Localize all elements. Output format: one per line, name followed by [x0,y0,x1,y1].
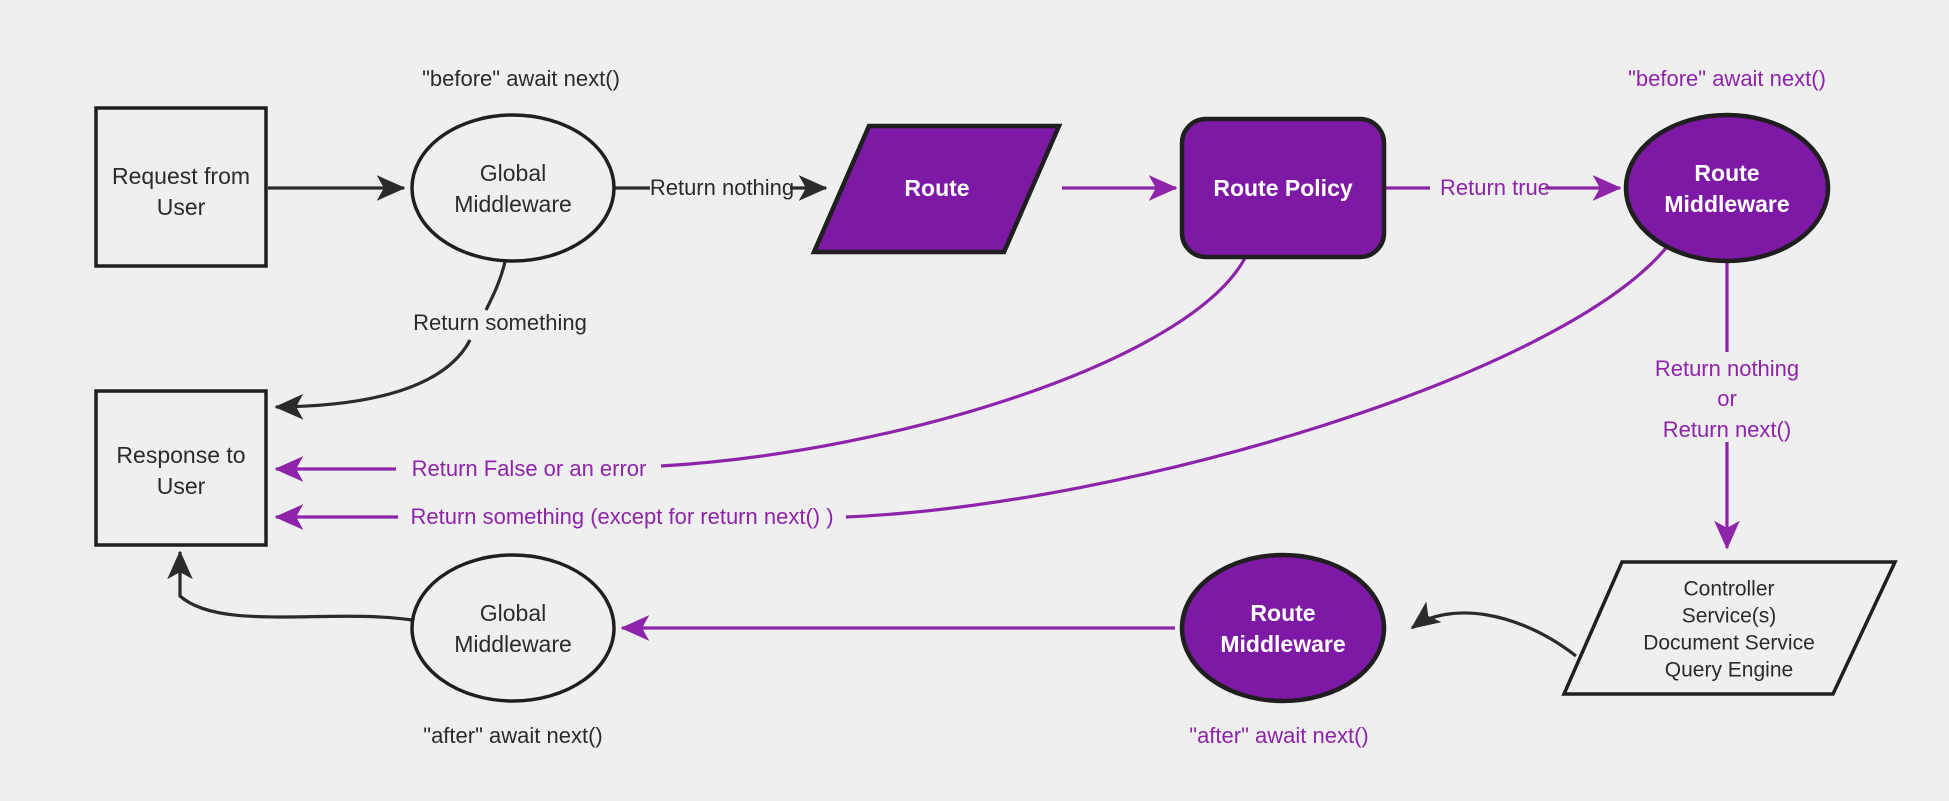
route-middleware-top-shape [1623,112,1831,264]
edge-global-middleware-bottom-to-response [167,550,413,622]
node-controller-stack[interactable]: Controller Service(s) Document Service Q… [1561,560,1898,696]
annotation-return-nothing-or-next-line3: Return next() [1663,417,1791,442]
response-to-user-label-line2: User [157,473,206,499]
edge-label-return-nothing: Return nothing [650,175,794,200]
global-middleware-top-shape [410,113,616,263]
annotation-before-await-next-route: "before" await next() [1628,66,1826,91]
route-middleware-top-label-line1: Route [1694,160,1759,186]
edge-label-return-true: Return true [1440,175,1550,200]
annotation-return-nothing-or-next-line1: Return nothing [1655,356,1799,381]
route-middleware-top-label-line2: Middleware [1664,191,1789,217]
response-to-user-label-line1: Response to [116,442,245,468]
annotation-before-await-next-global: "before" await next() [422,66,620,91]
annotation-return-nothing-or-next-line2: or [1717,386,1737,411]
edge-route-policy-to-response-curve [660,257,1247,468]
controller-stack-shape [1561,560,1898,696]
node-route[interactable]: Route [810,123,1063,255]
edge-global-middleware-return-something-lower [274,339,472,420]
global-middleware-top-label-line2: Middleware [454,191,572,217]
edge-label-return-something: Return something [413,310,587,335]
controller-stack-label-line4: Query Engine [1665,659,1793,682]
request-from-user-label-line2: User [157,194,206,220]
response-to-user-shape [94,389,268,547]
controller-stack-label-line3: Document Service [1643,632,1815,655]
node-request-from-user[interactable]: Request from User [94,106,268,268]
global-middleware-bottom-label-line1: Global [480,600,546,626]
node-global-middleware-top[interactable]: Global Middleware [410,113,616,263]
node-global-middleware-bottom[interactable]: Global Middleware [410,553,616,703]
edge-label-return-something-except-next: Return something (except for return next… [410,504,833,529]
route-policy-label: Route Policy [1213,175,1353,201]
edge-controller-to-route-middleware-bottom [1410,601,1577,658]
route-middleware-bottom-shape [1179,552,1387,704]
route-middleware-bottom-label-line1: Route [1250,600,1315,626]
route-middleware-bottom-label-line2: Middleware [1220,631,1345,657]
controller-stack-label-line2: Service(s) [1682,605,1777,628]
edge-global-middleware-return-something-upper [484,261,507,311]
controller-stack-label-line1: Controller [1683,578,1774,601]
node-route-policy[interactable]: Route Policy [1179,116,1387,260]
route-label: Route [904,175,969,201]
edge-label-return-false-or-error: Return False or an error [412,456,647,481]
node-response-to-user[interactable]: Response to User [94,389,268,547]
node-route-middleware-bottom[interactable]: Route Middleware [1179,552,1387,704]
global-middleware-bottom-shape [410,553,616,703]
node-route-middleware-top[interactable]: Route Middleware [1623,112,1831,264]
request-from-user-shape [94,106,268,268]
request-from-user-label-line1: Request from [112,163,250,189]
global-middleware-bottom-label-line2: Middleware [454,631,572,657]
route-policy-shape [1179,116,1387,260]
route-shape [810,123,1063,255]
edge-route-middleware-to-response-curve [845,246,1668,519]
annotation-after-await-next-route: "after" await next() [1189,723,1368,748]
global-middleware-top-label-line1: Global [480,160,546,186]
annotation-after-await-next-global: "after" await next() [423,723,602,748]
